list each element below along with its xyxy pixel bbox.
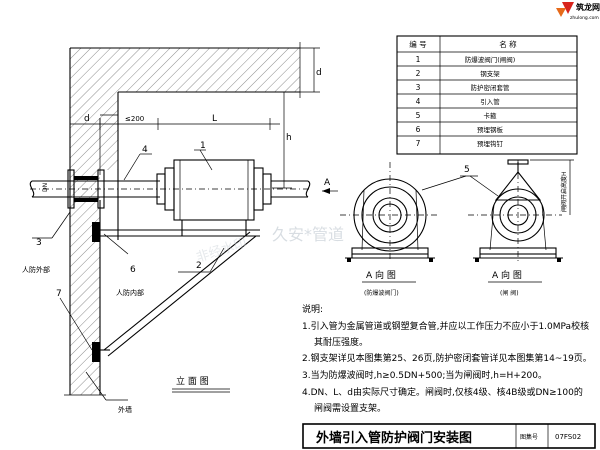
arrow-label: A <box>324 178 331 188</box>
table-cell-no: 5 <box>416 111 421 120</box>
steel-support <box>92 220 260 362</box>
notes-line-2: 其耐压强度。 <box>314 336 368 348</box>
left-view-title: A 向 图 <box>366 269 396 281</box>
parts-table <box>396 35 578 155</box>
notes-line-4: 3.当为防爆波阀时,h≥0.5DN+500;当为闸阀时,h=H+200。 <box>302 369 547 381</box>
direction-arrow-a: A <box>322 178 338 194</box>
table-cell-name: 防爆波阀门(闸阀) <box>465 55 516 64</box>
notes-line-6: 闸阀需设置支架。 <box>314 402 386 414</box>
callout-7: 7 <box>56 289 62 299</box>
watermark-secondary: 非经水印 <box>195 235 249 265</box>
dim-horizontal: d ≤200 L <box>69 114 280 130</box>
table-header-no: 编 号 <box>409 39 426 49</box>
elevation-view-title: 立 面 图 <box>176 375 209 387</box>
wall-section <box>64 42 301 396</box>
logo-url: zhulong.com <box>570 15 599 21</box>
label-outside: 人防外部 <box>22 265 50 274</box>
right-view-side-text: 闸阀开启高度H <box>560 171 568 212</box>
table-cell-name: 引入管 <box>480 97 500 106</box>
drawing-title: 外墙引入管防护阀门安装图 <box>315 430 472 446</box>
dim-200-label: ≤200 <box>125 115 144 123</box>
table-cell-no: 6 <box>416 125 421 134</box>
label-inside: 人防内部 <box>116 288 144 297</box>
atlas-label: 图集号 <box>520 433 538 441</box>
right-view-subtitle: (闸 阀) <box>500 289 519 297</box>
callout-5-label: 5 <box>464 165 470 175</box>
callout-2: 2 <box>196 261 202 271</box>
dim-d-top: d <box>300 47 322 93</box>
callout-5: 5 <box>421 165 499 197</box>
watermark-main: 久安*管道 <box>272 225 344 244</box>
parts-table-text: 编 号 名 称 1 防爆波阀门(闸阀) 2 钢支架 3 防护密闭套管 4 引入管 5 卡箍 6 预埋钢板 7… <box>409 39 517 148</box>
notes: 说明: 1.引入管为金属管道或钢塑复合管,并应以工作压力不应小于1.0MPa校核… <box>302 303 592 414</box>
logo-mark-icon <box>562 2 574 14</box>
a-view-gate-valve: 闸阀开启高度H <box>468 159 574 262</box>
table-cell-name: 预埋钢板 <box>477 125 504 134</box>
right-view-title: A 向 图 <box>492 269 522 281</box>
notes-line-1: 1.引入管为金属管道或钢塑复合管,并应以工作压力不应小于1.0MPa校核 <box>302 320 589 332</box>
callout-3: 3 <box>36 238 42 248</box>
dn-label: DN <box>42 183 49 192</box>
logo-text: 筑龙网 <box>576 2 600 12</box>
atlas-number: 07FS02 <box>555 433 581 441</box>
table-cell-no: 2 <box>416 69 421 78</box>
table-cell-name: 预埋钩钉 <box>477 139 504 148</box>
table-cell-no: 1 <box>416 55 421 64</box>
dim-d-left-label: d <box>84 114 90 124</box>
table-cell-name: 防护密闭套管 <box>471 83 511 92</box>
callout-1: 1 <box>200 141 206 151</box>
label-outer-wall: 外墙 <box>118 405 132 414</box>
table-cell-no: 3 <box>416 83 421 92</box>
zhulong-logo: 筑龙网 zhulong.com <box>556 2 600 21</box>
dim-h: h <box>272 91 292 189</box>
notes-line-5: 4.DN、L、d由实际尺寸确定。闸阀时,仅核4级、核4B级或DN≥100的 <box>302 386 583 398</box>
title-block: 外墙引入管防护阀门安装图 图集号 07FS02 <box>302 423 596 449</box>
callout-6: 6 <box>130 265 136 275</box>
table-header-name: 名 称 <box>499 39 517 49</box>
table-cell-name: 卡箍 <box>484 111 498 120</box>
dim-d-top-label: d <box>316 68 322 78</box>
a-view-blast-valve <box>340 162 440 262</box>
notes-heading: 说明: <box>302 303 323 315</box>
table-cell-no: 4 <box>416 97 421 106</box>
dim-h-label: h <box>286 133 292 143</box>
table-cell-name: 钢支架 <box>480 69 500 78</box>
elevation-callouts: 1 2 3 4 6 7 <box>32 141 225 351</box>
dim-L-label: L <box>212 114 217 124</box>
pipe-assembly: DN <box>29 159 312 221</box>
notes-line-3: 2.钢支架详见本图集第25、26页,防护密闭套管详见本图集第14~19页。 <box>302 352 592 364</box>
left-view-subtitle: (防爆波阀门) <box>364 289 399 297</box>
table-cell-no: 7 <box>416 139 421 148</box>
callout-4: 4 <box>142 145 148 155</box>
